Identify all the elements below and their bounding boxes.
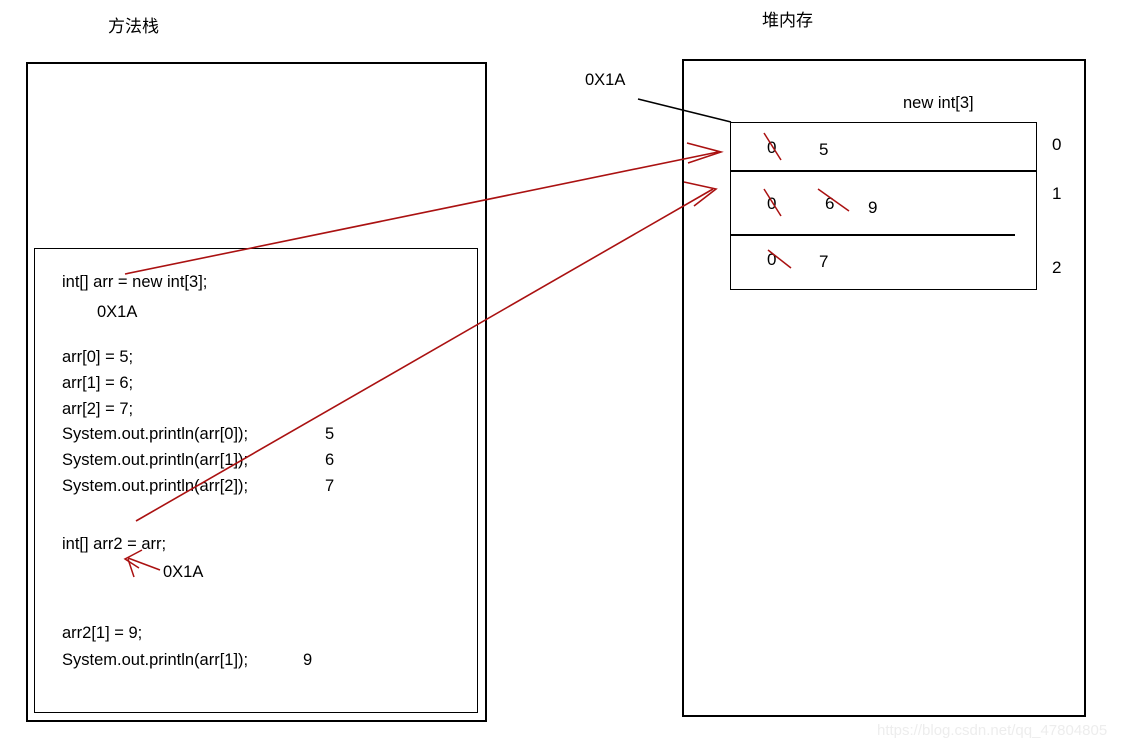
code-line-print-2: System.out.println(arr[2]); — [62, 477, 249, 495]
array-index-2: 2 — [1052, 258, 1062, 277]
code-line-declaration: int[] arr = new int[3]; — [62, 273, 208, 291]
code-line-assign-0: arr[0] = 5; — [62, 348, 134, 366]
array-cell-1-mid-value: 6 — [825, 194, 835, 213]
array-cell-divider-1-2 — [730, 234, 1015, 236]
array-box — [730, 122, 1037, 290]
code-line-alias-assign: arr2[1] = 9; — [62, 624, 143, 642]
code-ref-value-arr: 0X1A — [97, 303, 138, 321]
code-output-0: 5 — [325, 425, 335, 443]
array-cell-1-old-value: 0 — [767, 194, 777, 213]
array-cell-2-new-value: 7 — [819, 252, 829, 271]
code-ref-value-arr2: 0X1A — [163, 563, 204, 581]
code-output-1: 6 — [325, 451, 335, 469]
code-line-assign-1: arr[1] = 6; — [62, 374, 134, 392]
code-output-alias: 9 — [303, 651, 313, 669]
watermark: https://blog.csdn.net/qq_47804805 — [877, 722, 1108, 739]
stack-title: 方法栈 — [108, 17, 159, 36]
code-output-2: 7 — [325, 477, 335, 495]
code-line-print-0: System.out.println(arr[0]); — [62, 425, 249, 443]
array-cell-0-new-value: 5 — [819, 140, 829, 159]
array-cell-divider-0-1 — [730, 170, 1037, 172]
code-line-print-1: System.out.println(arr[1]); — [62, 451, 249, 469]
array-index-1: 1 — [1052, 184, 1062, 203]
array-object-label: new int[3] — [903, 94, 974, 112]
heap-title: 堆内存 — [762, 11, 813, 30]
array-index-0: 0 — [1052, 135, 1062, 154]
heap-address-label: 0X1A — [585, 71, 626, 89]
array-cell-2-old-value: 0 — [767, 250, 777, 269]
array-cell-0-old-value: 0 — [767, 138, 777, 157]
code-line-alias-declaration: int[] arr2 = arr; — [62, 535, 167, 553]
code-line-assign-2: arr[2] = 7; — [62, 400, 134, 418]
array-cell-1-new-value: 9 — [868, 198, 878, 217]
code-line-alias-print: System.out.println(arr[1]); — [62, 651, 249, 669]
